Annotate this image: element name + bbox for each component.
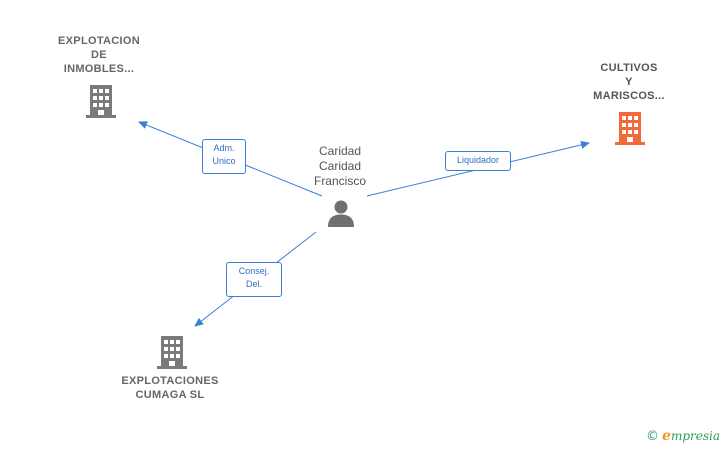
label-line: INMOBLES... (63, 63, 135, 75)
label-line: Caridad (318, 159, 362, 173)
person-label[interactable]: Caridad Caridad Francisco (300, 144, 380, 189)
badge-line: Consej. (238, 266, 270, 276)
label-line: Caridad (318, 144, 362, 158)
badge-line: Adm. (213, 143, 235, 153)
label-line: CUMAGA SL (135, 389, 205, 401)
person-icon[interactable] (328, 200, 354, 228)
label-line: EXPLOTACIONES (121, 375, 219, 387)
brand-name: mpresia (670, 429, 720, 443)
building-icon-highlighted[interactable] (615, 112, 645, 145)
role-badge-liquidador[interactable]: Liquidador (445, 151, 511, 171)
label-line: Y (625, 76, 633, 88)
brand-initial: e (662, 428, 671, 444)
badge-line: Unico (212, 156, 236, 166)
label-line: EXPLOTACION (58, 35, 140, 47)
company-label-explotacion-inmobles[interactable]: EXPLOTACION DE INMOBLES... (48, 34, 150, 76)
building-icon[interactable] (86, 85, 116, 118)
label-line: DE (91, 49, 107, 61)
role-badge-adm-unico[interactable]: Adm. Unico (202, 139, 246, 174)
badge-line: Del. (245, 279, 262, 289)
badge-line: Liquidador (456, 155, 500, 165)
label-line: Francisco (313, 174, 366, 188)
company-label-cultivos-mariscos[interactable]: CULTIVOS Y MARISCOS... (578, 61, 680, 103)
company-label-explotaciones-cumaga[interactable]: EXPLOTACIONES CUMAGA SL (110, 374, 230, 402)
label-line: CULTIVOS (600, 62, 658, 74)
role-badge-consej-del[interactable]: Consej. Del. (226, 262, 282, 297)
label-line: MARISCOS... (593, 90, 665, 102)
building-icon[interactable] (157, 336, 187, 369)
brand-logo: ©empresia (646, 428, 720, 444)
copyright-icon: © (646, 429, 660, 444)
